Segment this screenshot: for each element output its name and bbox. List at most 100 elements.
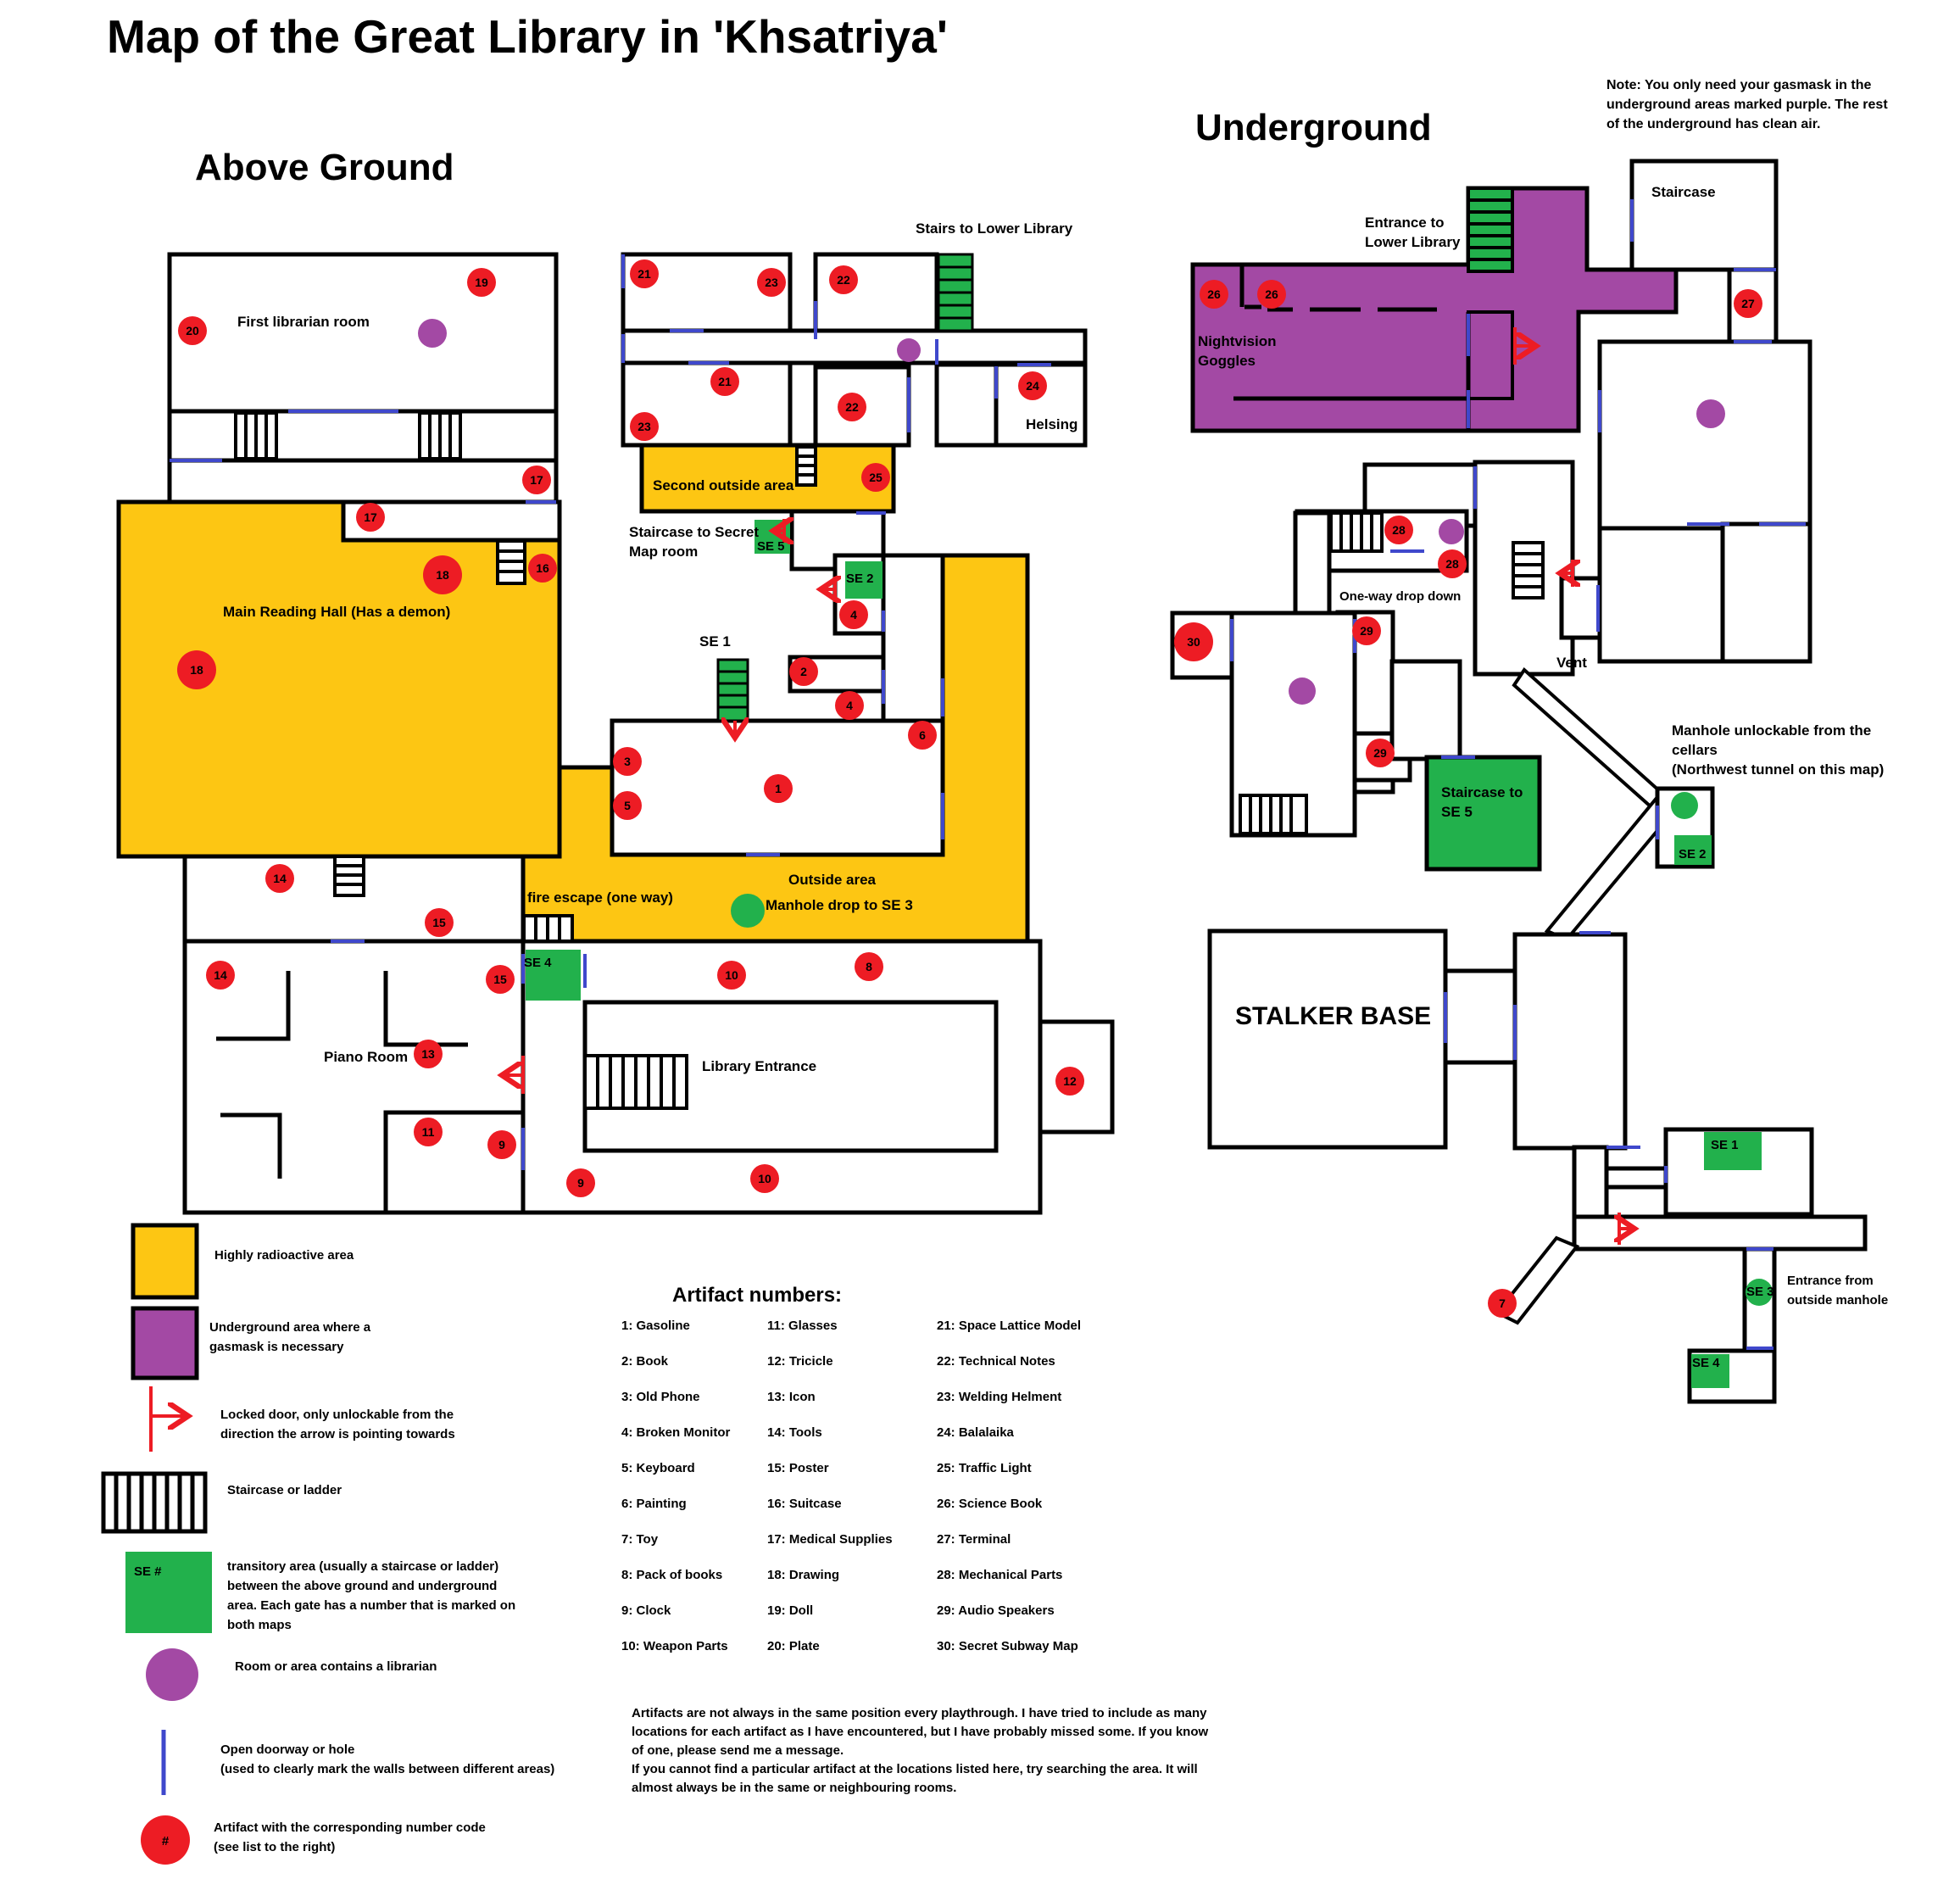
artifact-marker: 9	[566, 1168, 595, 1197]
legend-staircase-icon	[101, 1471, 208, 1534]
artifact-marker-number: 24	[1026, 379, 1039, 393]
legend-transit-text-4: both maps	[227, 1618, 292, 1632]
footnote: Artifacts are not always in the same pos…	[632, 1706, 1209, 1795]
fire-escape-label: fire escape (one way)	[527, 889, 673, 906]
room-west	[1293, 510, 1332, 616]
artifact-marker-number: 23	[765, 276, 778, 289]
artifact-marker-number: 18	[436, 568, 449, 582]
staircase-se5-label-2: SE 5	[1441, 804, 1473, 820]
artifact-marker: 21	[630, 259, 659, 288]
legend-staircase-text: Staircase or ladder	[227, 1483, 342, 1497]
vent-label: Vent	[1556, 655, 1587, 671]
staircase-se5-label: Staircase to	[1441, 784, 1523, 800]
artifact-marker: 2	[789, 657, 818, 686]
legend-transit-swatch	[125, 1552, 212, 1633]
legend-artifact-text: Artifact with the corresponding number c…	[214, 1820, 486, 1835]
entrance-outside-label: Entrance from	[1787, 1274, 1874, 1288]
artifact-marker-number: 9	[498, 1138, 505, 1151]
artifact-marker: 27	[1734, 289, 1762, 318]
librarian-marker	[897, 338, 921, 362]
one-way-drop-label: One-way drop down	[1339, 589, 1461, 604]
gasmask-corridor	[1467, 310, 1514, 400]
artifact-marker-number: 22	[837, 273, 850, 287]
gasmask-note: Note: You only need your gasmask in the …	[1606, 78, 1888, 131]
room-22	[813, 252, 939, 333]
artifact-marker: 15	[425, 908, 454, 937]
second-outside-area	[639, 443, 896, 514]
library-entrance-label: Library Entrance	[702, 1058, 816, 1074]
artifact-marker-number: 4	[846, 699, 853, 712]
legend-locked-arrow	[149, 1386, 188, 1452]
piano-room-label: Piano Room	[324, 1049, 408, 1065]
legend-radioactive-swatch	[131, 1223, 199, 1300]
helsing-label: Helsing	[1026, 416, 1077, 432]
artifact-marker-number: 5	[624, 799, 631, 812]
artifact-marker-number: 17	[364, 510, 377, 524]
entrance-lower-label-2: Lower Library	[1365, 234, 1461, 250]
transit-se2	[845, 561, 883, 599]
legend-artifact-text-2: (see list to the right)	[214, 1840, 335, 1854]
stairs-lower-label: Stairs to Lower Library	[916, 220, 1073, 237]
artifact-marker: 8	[855, 952, 883, 981]
se2-label: SE 2	[846, 572, 874, 586]
svg-text:of one, please send me a messa: of one, please send me a message.	[632, 1743, 844, 1758]
artifact-list-item: 28: Mechanical Parts	[937, 1568, 1062, 1582]
artifact-list-item: 18: Drawing	[767, 1568, 839, 1582]
legend-transit-box-label: SE #	[134, 1564, 162, 1579]
transit-se1	[716, 658, 749, 722]
legend-transit-text: transitory area (usually a staircase or …	[227, 1559, 498, 1574]
room-11	[383, 1110, 526, 1215]
artifact-marker: 18	[177, 650, 216, 689]
artifact-marker-number: 28	[1445, 557, 1459, 571]
artifact-marker-number: 18	[190, 663, 203, 677]
artifact-marker: 28	[1438, 549, 1467, 578]
legend-door-text: Open doorway or hole	[220, 1742, 354, 1757]
artifact-list-item: 9: Clock	[621, 1603, 671, 1618]
staircase-secret-label: Staircase to Secret	[629, 524, 759, 540]
artifact-marker-number: 25	[869, 471, 883, 484]
artifact-marker-number: 10	[758, 1172, 771, 1185]
artifact-marker-number: 7	[1499, 1296, 1506, 1310]
artifact-marker-number: 27	[1741, 297, 1755, 310]
artifact-list-item: 10: Weapon Parts	[621, 1639, 728, 1653]
artifact-marker-number: 13	[421, 1047, 435, 1061]
underground-heading: Underground	[1195, 107, 1432, 148]
artifact-list-item: 4: Broken Monitor	[621, 1425, 730, 1440]
artifact-marker: 13	[414, 1040, 443, 1068]
svg-text:underground areas marked purpl: underground areas marked purple. The res…	[1606, 98, 1888, 112]
transit-se4	[526, 950, 581, 1001]
artifact-marker: 5	[613, 791, 642, 820]
legend: Highly radioactive area Underground area…	[101, 1223, 554, 1865]
manhole-label: Manhole unlockable from the	[1672, 722, 1871, 739]
artifact-marker-number: 30	[1187, 635, 1200, 649]
artifact-list-item: 23: Welding Helment	[937, 1390, 1061, 1404]
artifact-marker-number: 8	[866, 960, 872, 973]
artifact-list-item: 6: Painting	[621, 1497, 687, 1511]
artifact-list-item: 11: Glasses	[767, 1319, 838, 1333]
artifact-marker-number: 21	[638, 267, 651, 281]
first-librarian-room	[167, 252, 559, 414]
artifact-list-item: 5: Keyboard	[621, 1461, 695, 1475]
artifact-marker: 22	[838, 393, 866, 421]
artifact-marker: 19	[467, 268, 496, 297]
legend-transit-text-3: area. Each gate has a number that is mar…	[227, 1598, 515, 1613]
artifact-marker-number: 14	[214, 968, 227, 982]
artifact-marker-number: 16	[536, 561, 549, 575]
artifact-list-item: 27: Terminal	[937, 1532, 1011, 1547]
staircase-icons	[234, 411, 817, 1110]
artifact-list-item: 17: Medical Supplies	[767, 1532, 893, 1547]
librarian-hall	[1597, 339, 1812, 531]
legend-door-text-2: (used to clearly mark the walls between …	[220, 1762, 554, 1776]
legend-gasmask-swatch	[131, 1306, 199, 1380]
manhole-label-3: (Northwest tunnel on this map)	[1672, 761, 1884, 778]
artifact-marker-number: 15	[493, 973, 507, 986]
artifact-marker: 17	[356, 503, 385, 532]
artifact-marker-number: 2	[800, 665, 807, 678]
librarian-marker	[418, 319, 447, 348]
artifact-marker: 18	[423, 555, 462, 594]
artifact-list-item: 29: Audio Speakers	[937, 1603, 1055, 1618]
artifact-marker-number: 22	[845, 400, 859, 414]
map-title: Map of the Great Library in 'Khsatriya'	[107, 10, 948, 63]
room-se-2	[1720, 521, 1812, 664]
